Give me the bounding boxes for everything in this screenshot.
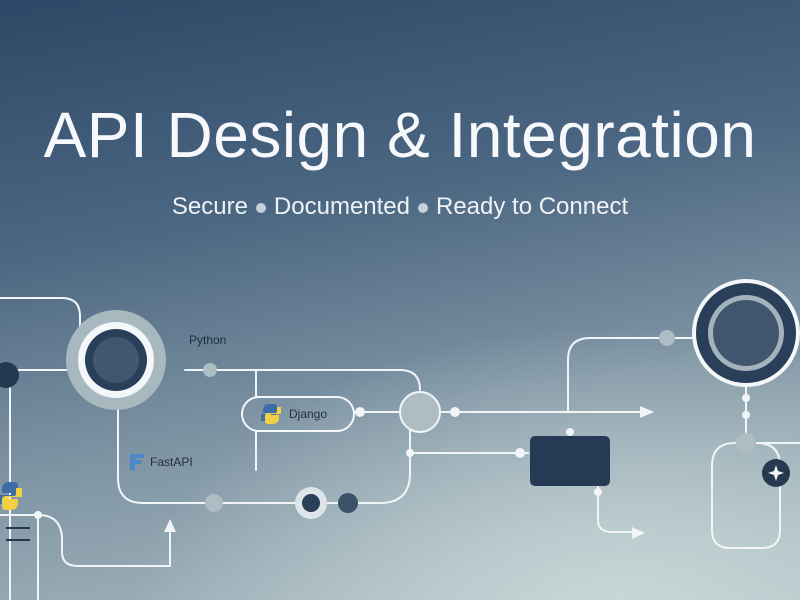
node-small: [203, 363, 217, 377]
node-dark: [338, 493, 358, 513]
subtitle: Secure Documented Ready to Connect: [0, 193, 800, 221]
right-hub-core: [713, 300, 779, 366]
node-dot: [515, 448, 525, 458]
gateway-box: [530, 436, 610, 486]
node-small: [659, 330, 675, 346]
sparkle-icon: [768, 465, 784, 481]
node-dot: [566, 428, 574, 436]
python-logo-icon: [261, 404, 281, 424]
node-dot: [406, 449, 414, 457]
node-dot: [34, 511, 42, 519]
arrow-up-icon: [164, 519, 176, 532]
separator-dot: [255, 202, 266, 213]
arrow-right-icon: [632, 527, 645, 539]
page-title: API Design & Integration: [43, 99, 757, 171]
python-label: Python: [189, 333, 227, 347]
connection-lines: [0, 297, 800, 600]
junction-node: [399, 391, 441, 433]
tag-ready: Ready to Connect: [436, 193, 629, 220]
edge-node: [0, 362, 19, 388]
django-label: Django: [289, 407, 328, 421]
node-dot: [742, 394, 750, 402]
node-small: [205, 494, 223, 512]
arrow-right-icon: [640, 406, 654, 418]
node-dot: [594, 488, 602, 496]
menu-icon: [6, 527, 30, 541]
python-logo-icon: [0, 482, 22, 510]
fastapi-label: FastAPI: [150, 455, 193, 469]
tag-secure: Secure: [171, 193, 248, 220]
node-dot: [742, 411, 750, 419]
fastapi-logo-icon: [130, 454, 144, 470]
node-dot: [450, 407, 460, 417]
node-core: [302, 494, 320, 512]
django-pill: Django: [241, 396, 355, 432]
hub-core-inner: [93, 337, 139, 383]
tag-documented: Documented: [273, 193, 410, 220]
node-small: [736, 433, 756, 453]
node-dot: [355, 407, 365, 417]
separator-dot: [418, 202, 428, 213]
fastapi-label-group: FastAPI: [128, 452, 193, 472]
